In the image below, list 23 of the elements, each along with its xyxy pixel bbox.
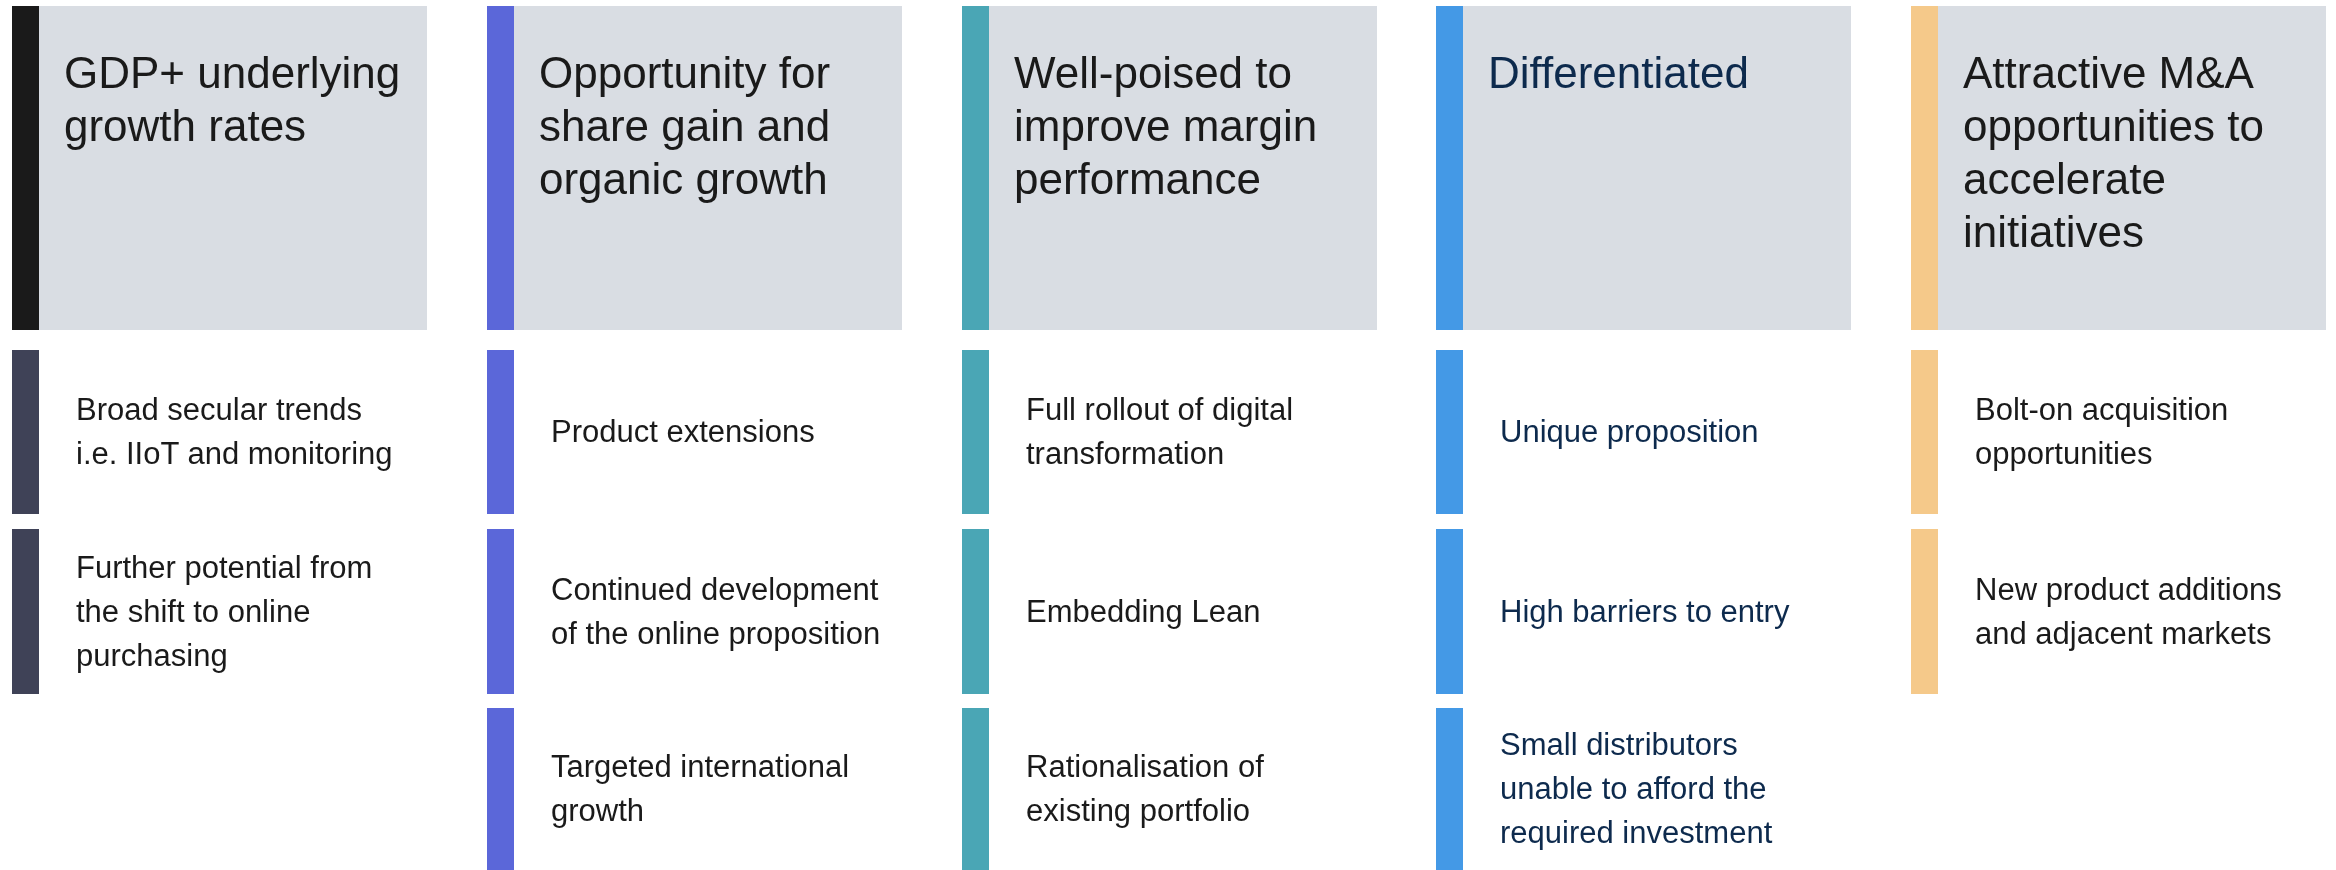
- item-text: Further potential from the shift to online purchasing: [76, 548, 374, 675]
- heading-panel: [1436, 6, 1851, 330]
- heading-text: Differentiated: [1488, 47, 1749, 99]
- heading-text: Opportunity for share gain and organic growth: [539, 47, 832, 205]
- item-text: Continued development of the online proposition: [551, 570, 882, 653]
- item-text: Small distributors unable to afford the required investment: [1500, 726, 1774, 852]
- item-text: Rationalisation of existing portfolio: [1026, 748, 1265, 830]
- item-text: Embedding Lean: [1026, 592, 1261, 631]
- heading-panel: [12, 6, 427, 330]
- item-text: Product extensions: [551, 413, 815, 451]
- heading-panel: [962, 6, 1377, 330]
- item-text: High barriers to entry: [1500, 592, 1790, 631]
- item-text: Bolt-on acquisition opportunities: [1975, 391, 2230, 473]
- heading-text: GDP+ underlying growth rates: [64, 47, 402, 152]
- heading-text: Well-poised to improve margin performance: [1014, 47, 1319, 205]
- item-text: Targeted international growth: [551, 748, 851, 830]
- item-text: Unique proposition: [1500, 413, 1759, 451]
- heading-text: Attractive M&A opportunities to accelerate initiatives: [1963, 47, 2265, 258]
- heading-panel: [487, 6, 902, 330]
- item-text: Full rollout of digital transformation: [1026, 391, 1295, 473]
- item-text: New product additions and adjacent markets: [1975, 570, 2283, 653]
- heading-panel: [1911, 6, 2326, 330]
- item-text: Broad secular trends i.e. IIoT and monitoring: [76, 391, 394, 473]
